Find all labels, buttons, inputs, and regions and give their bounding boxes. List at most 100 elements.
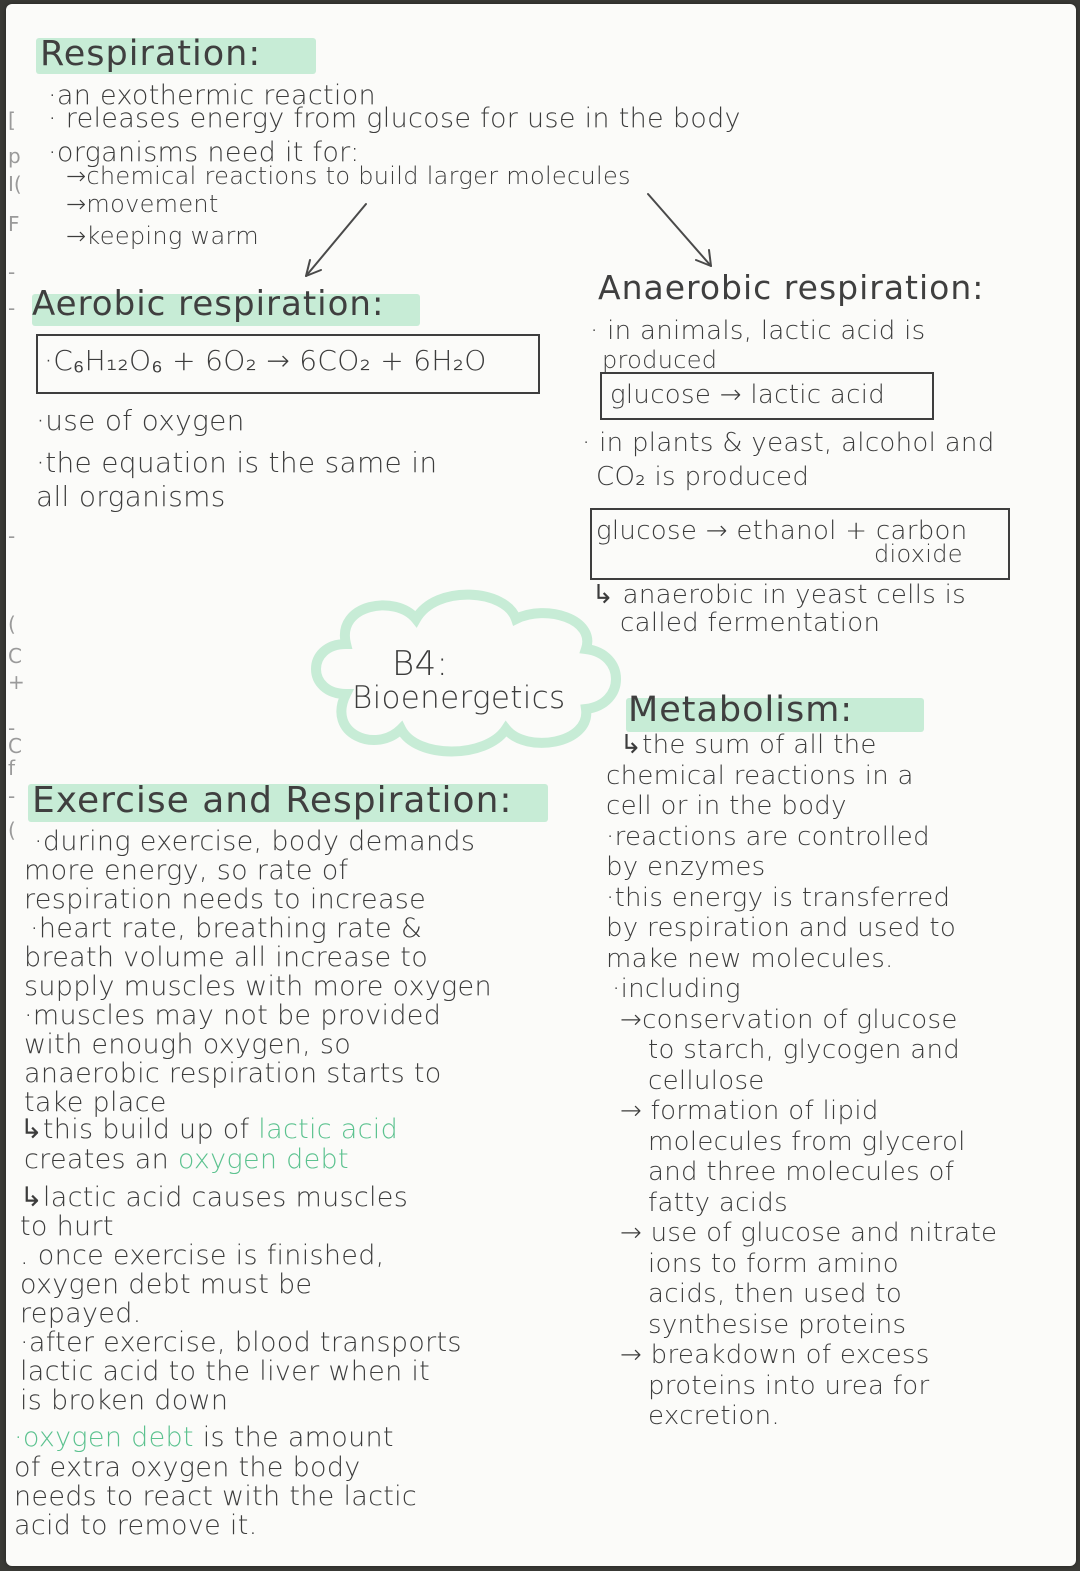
arrow-to-aerobic-icon — [305, 203, 367, 277]
metab-line: → formation of lipid — [620, 1096, 879, 1126]
metab-line: proteins into urea for — [648, 1370, 930, 1401]
metabolism-highlight — [626, 698, 924, 732]
exer-debt-line: needs to react with the lactic — [14, 1481, 418, 1512]
aerobic-equation: ·C₆H₁₂O₆ + 6O₂ → 6CO₂ + 6H₂O — [44, 344, 487, 377]
exer-debt-line: acid to remove it. — [14, 1510, 258, 1541]
exer-tail-line: lactic acid to the liver when it — [20, 1356, 431, 1387]
metab-line: → breakdown of excess — [620, 1340, 930, 1370]
respiration-highlight — [36, 38, 316, 74]
anaerobic-animals: produced — [602, 346, 718, 374]
metab-line: →conservation of glucose — [620, 1004, 958, 1035]
respiration-heading: Respiration: — [40, 34, 262, 74]
plant-equation: dioxide — [874, 540, 963, 568]
oxygen-debt-definition-highlight: ·oxygen debt — [14, 1422, 194, 1453]
metab-line: by enzymes — [606, 852, 766, 882]
metab-line: ↳the sum of all the — [620, 730, 877, 760]
metab-line: chemical reactions in a — [606, 760, 914, 791]
metab-line: cellulose — [648, 1065, 765, 1096]
exercise-line: ·oxygen debt is the amount — [14, 1422, 394, 1453]
exer-tail-line: ·after exercise, blood transports — [20, 1327, 462, 1358]
fermentation-note: ↳ anaerobic in yeast cells is — [592, 580, 967, 610]
margin-mark: - — [8, 524, 16, 548]
exer-tail-line: oxygen debt must be — [20, 1269, 313, 1300]
margin-mark: I( — [8, 172, 22, 196]
metab-line: molecules from glycerol — [648, 1126, 966, 1157]
plant-equation: glucose → ethanol + carbon — [596, 516, 968, 546]
exer-line: more energy, so rate of — [24, 855, 349, 886]
topic-title: Bioenergetics — [352, 680, 566, 716]
metab-line: excretion. — [648, 1401, 780, 1431]
exercise-line: ↳this build up of lactic acid — [20, 1114, 398, 1145]
margin-mark: ( — [8, 818, 16, 842]
margin-mark: - — [8, 784, 16, 808]
branch-arrows — [305, 193, 712, 757]
metab-line: acids, then used to — [648, 1279, 903, 1309]
respiration-use: →keeping warm — [66, 222, 259, 250]
margin-mark: - — [8, 260, 16, 284]
plant-equation-box — [590, 508, 1010, 580]
metab-line: synthesise proteins — [648, 1309, 907, 1340]
debt-rest: is the amount — [193, 1422, 394, 1453]
metab-line: and three molecules of — [648, 1157, 955, 1187]
exer-line: ·muscles may not be provided — [24, 1000, 442, 1031]
oxygen-debt-highlight: oxygen debt — [177, 1144, 349, 1175]
arrow-to-anaerobic-icon — [647, 193, 712, 267]
margin-mark: - — [8, 296, 16, 320]
exer-line: take place — [24, 1087, 167, 1118]
exer-tail-line: . once exercise is finished, — [20, 1240, 385, 1271]
aerobic-heading: Aerobic respiration: — [32, 284, 385, 324]
animal-equation-box — [600, 372, 934, 420]
metab-line: → use of glucose and nitrate — [620, 1218, 998, 1248]
metab-line: fatty acids — [648, 1187, 788, 1218]
exer-tail-line: repayed. — [20, 1298, 142, 1329]
anaerobic-plants: CO₂ is produced — [596, 462, 810, 492]
buildup-prefix: ↳this build up of — [20, 1114, 259, 1145]
aerobic-point: ·use of oxygen — [36, 404, 245, 437]
metab-line: cell or in the body — [606, 791, 847, 821]
metab-line: ·reactions are controlled — [606, 821, 930, 852]
respiration-point: ·organisms need it for: — [48, 137, 360, 168]
margin-mark: [ — [8, 108, 16, 132]
exer-line: with enough oxygen, so — [24, 1029, 352, 1060]
metabolism-heading: Metabolism: — [628, 690, 854, 730]
exer-line: anaerobic respiration starts to — [24, 1058, 442, 1089]
exer-tail-line: ↳lactic acid causes muscles — [20, 1182, 409, 1213]
margin-mark: p — [8, 144, 21, 168]
topic-code: B4: — [392, 644, 449, 684]
lactic-acid-highlight: lactic acid — [258, 1114, 399, 1145]
exer-line: ·during exercise, body demands — [34, 826, 476, 857]
metab-line: ions to form amino — [648, 1248, 899, 1279]
exercise-highlight — [28, 784, 548, 822]
exer-line: respiration needs to increase — [24, 884, 427, 915]
anaerobic-plants: · in plants & yeast, alcohol and — [582, 428, 995, 458]
metab-line: ·including — [612, 974, 741, 1004]
respiration-use: →chemical reactions to build larger mole… — [66, 162, 631, 190]
respiration-use: →movement — [66, 190, 219, 218]
margin-mark: + — [8, 670, 25, 694]
creates-prefix: creates an — [24, 1144, 178, 1175]
margin-mark: f — [8, 756, 16, 780]
cloud-icon — [311, 589, 621, 757]
metab-line: make new molecules. — [606, 943, 894, 974]
animal-equation: glucose → lactic acid — [610, 380, 886, 410]
margin-mark: C — [8, 644, 22, 668]
exer-tail-line: is broken down — [20, 1385, 229, 1416]
exer-line: ·heart rate, breathing rate & — [30, 913, 423, 944]
anaerobic-heading: Anaerobic respiration: — [598, 268, 985, 307]
metab-line: ·this energy is transferred — [606, 882, 951, 913]
anaerobic-animals: · in animals, lactic acid is — [590, 316, 926, 346]
fermentation-note: called fermentation — [620, 608, 881, 638]
aerobic-highlight — [32, 294, 420, 326]
margin-mark: C — [8, 734, 22, 758]
metab-line: to starch, glycogen and — [648, 1035, 961, 1065]
exer-debt-line: of extra oxygen the body — [14, 1452, 361, 1483]
margin-mark: F — [8, 212, 20, 236]
aerobic-point: ·the equation is the same in — [36, 446, 438, 479]
margin-mark: - — [8, 716, 16, 740]
exercise-heading: Exercise and Respiration: — [32, 780, 513, 821]
exer-line: supply muscles with more oxygen — [24, 971, 492, 1002]
exer-line: breath volume all increase to — [24, 942, 429, 973]
aerobic-equation-box — [36, 334, 540, 394]
respiration-point: · releases energy from glucose for use i… — [48, 103, 741, 134]
